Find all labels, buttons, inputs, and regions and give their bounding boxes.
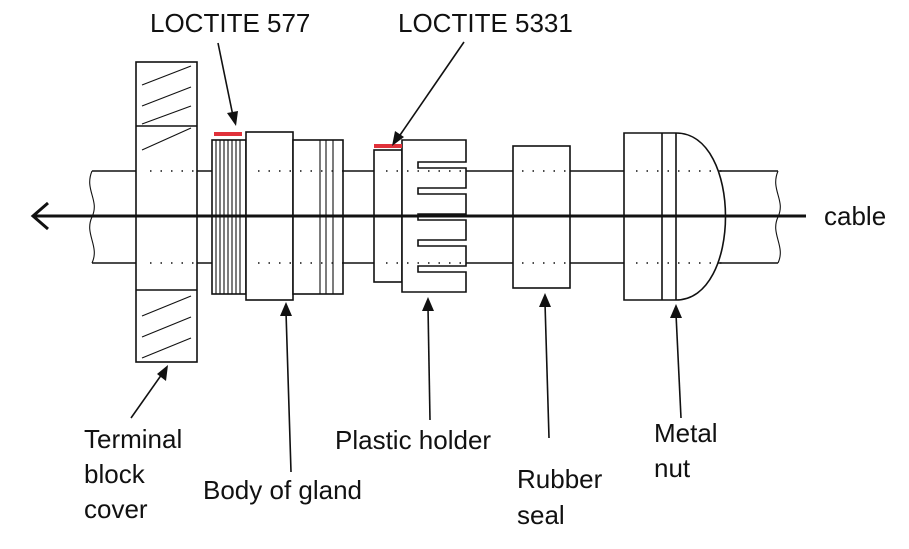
label-loctite-577: LOCTITE 577 (150, 8, 310, 38)
label-rubber-seal: Rubber seal (517, 464, 610, 530)
terminal-block-cover (135, 61, 198, 363)
label-loctite-5331: LOCTITE 5331 (398, 8, 573, 38)
label-metal-nut: Metal nut (654, 418, 725, 483)
plastic-holder (373, 139, 467, 293)
leader-arrows (130, 41, 682, 473)
label-body-of-gland: Body of gland (203, 475, 362, 505)
label-plastic-holder: Plastic holder (335, 425, 491, 455)
label-cable: cable (824, 201, 886, 231)
cable-arrow (30, 201, 806, 231)
label-terminal-block-cover: Terminal block cover (84, 424, 189, 524)
